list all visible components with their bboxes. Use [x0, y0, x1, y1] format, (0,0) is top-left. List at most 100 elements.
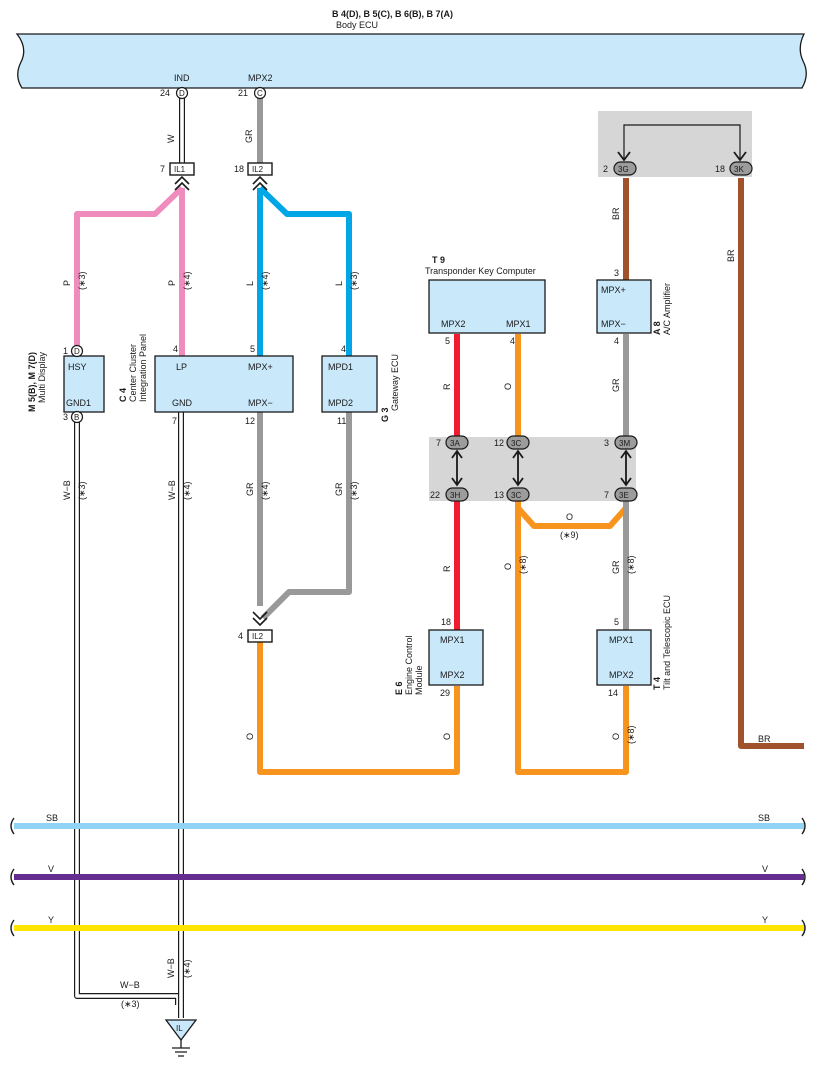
- label-wb-md: W−B: [62, 480, 72, 500]
- pin-3e[interactable]: [614, 487, 638, 502]
- center-cluster-pin-gnd: GND: [172, 398, 193, 408]
- label-r-bottom: R: [442, 565, 452, 572]
- engine-control-pin-mpx2: MPX2: [440, 670, 465, 680]
- tilt-ecu-no-mpx1: 5: [614, 617, 619, 627]
- pin-body-ecu-ind[interactable]: [175, 86, 189, 100]
- pin-3k[interactable]: [729, 161, 753, 176]
- engine-control-code: E 6: [394, 681, 404, 695]
- junction-arrow-3c: [512, 449, 524, 487]
- ac-amplifier-box[interactable]: [596, 279, 652, 334]
- ac-amplifier-name: A/C Amplifier: [662, 283, 672, 335]
- label-v-right: V: [762, 864, 768, 874]
- pin-3a[interactable]: [445, 435, 469, 450]
- wire-gr-mpd2[interactable]: [260, 412, 352, 621]
- tilt-ecu-no-mpx2: 14: [608, 688, 618, 698]
- wire-wb-multi-display[interactable]: [74, 416, 181, 1005]
- gateway-ecu-pin-mpd1: MPD1: [328, 362, 353, 372]
- note-lp-4: (∗4): [182, 271, 192, 290]
- pin-3c-bottom[interactable]: [506, 487, 530, 502]
- pin-multi-display-bottom-number: 3: [63, 412, 68, 422]
- wire-l-mpd1[interactable]: [257, 185, 352, 356]
- wire-br-3k[interactable]: [738, 178, 804, 749]
- wire-p-hsy[interactable]: [74, 185, 185, 346]
- label-w: W: [166, 134, 176, 143]
- note-p-3: (∗3): [77, 271, 87, 290]
- pin-3h[interactable]: [445, 487, 469, 502]
- wire-o-3c-3e[interactable]: [515, 506, 629, 529]
- connector-il1-number: 7: [160, 164, 165, 174]
- multi-display-name: Multi Display: [37, 352, 47, 404]
- transponder-name: Transponder Key Computer: [425, 266, 536, 276]
- pin-3m[interactable]: [614, 435, 638, 450]
- pin-3m-label: 3M: [619, 439, 630, 448]
- body-ecu-box[interactable]: [15, 33, 807, 89]
- junction-bridge-3g-3k: [623, 124, 741, 159]
- pin-body-ecu-ind-number: 24: [160, 88, 170, 98]
- multi-display-pin-gnd1: GND1: [66, 398, 91, 408]
- bus-v[interactable]: [10, 868, 806, 886]
- body-ecu-pin-mpx2: MPX2: [248, 73, 273, 83]
- label-gr-mpd2: GR: [334, 482, 344, 496]
- connector-il2-top-label: IL2: [252, 165, 264, 174]
- wire-o-il2-ecm[interactable]: [257, 642, 460, 775]
- label-wb-cc: W−B: [167, 480, 177, 500]
- connector-il2-top[interactable]: [247, 162, 273, 176]
- engine-control-pin-mpx1: MPX1: [440, 635, 465, 645]
- gateway-ecu-no-mpd2: 11: [337, 416, 346, 426]
- connector-il1-label: IL1: [174, 165, 186, 174]
- junction-arrow-3m-3e: [620, 449, 632, 487]
- label-sb-left: SB: [46, 813, 58, 823]
- label-gr-mpx-minus: GR: [245, 482, 255, 496]
- pin-3e-label: 3E: [619, 491, 629, 500]
- engine-control-name-line1: Engine Control: [404, 635, 414, 695]
- pin-multi-display-top[interactable]: [70, 344, 84, 358]
- pin-3g-number: 2: [603, 164, 608, 174]
- tilt-ecu-box[interactable]: [596, 629, 652, 686]
- bus-y[interactable]: [10, 919, 806, 937]
- pin-body-ecu-ind-letter: D: [179, 89, 185, 98]
- note-o-tilt-8: (∗8): [626, 725, 636, 744]
- pin-multi-display-bottom-letter: B: [74, 413, 79, 422]
- ac-amplifier-pin-mpx-plus: MPX+: [601, 285, 626, 295]
- pin-3c-bottom-number: 13: [494, 490, 504, 500]
- ground-triangle[interactable]: [164, 1019, 198, 1042]
- ac-amplifier-no-minus: 4: [614, 336, 619, 346]
- label-br-end: BR: [758, 734, 771, 744]
- tilt-ecu-code: T 4: [652, 677, 662, 690]
- pin-body-ecu-mpx2[interactable]: [253, 86, 267, 100]
- connector-il1[interactable]: [169, 162, 195, 176]
- label-sb-right: SB: [758, 813, 770, 823]
- pin-3c-bottom-label: 3C: [511, 491, 521, 500]
- engine-control-no-mpx2: 29: [440, 688, 450, 698]
- pin-3c-top[interactable]: [506, 435, 530, 450]
- gateway-ecu-pin-mpd2: MPD2: [328, 398, 353, 408]
- note-gr-3: (∗3): [349, 481, 359, 500]
- ground-icon: [172, 1040, 190, 1057]
- engine-control-box[interactable]: [428, 629, 484, 686]
- pin-3k-number: 18: [715, 164, 725, 174]
- multi-display-box[interactable]: [63, 355, 105, 413]
- pin-3g[interactable]: [613, 161, 637, 176]
- gateway-ecu-box[interactable]: [321, 355, 378, 413]
- label-br-3k: BR: [726, 249, 736, 262]
- center-cluster-pin-mpx-minus: MPX−: [248, 398, 273, 408]
- connector-il2-top-number: 18: [234, 164, 244, 174]
- pin-3c-top-number: 12: [494, 438, 504, 448]
- connector-il2-bottom-chevron: [252, 611, 268, 627]
- label-wb-bottom: W−B: [120, 980, 140, 990]
- connector-il2-bottom[interactable]: [247, 629, 273, 643]
- transponder-box[interactable]: [428, 279, 546, 334]
- center-cluster-box[interactable]: [154, 355, 294, 413]
- connector-il2-bottom-label: IL2: [252, 632, 264, 641]
- transponder-pin-mpx1: MPX1: [506, 319, 531, 329]
- tilt-ecu-pin-mpx1: MPX1: [609, 635, 634, 645]
- pin-multi-display-bottom[interactable]: [70, 410, 84, 424]
- wire-o-3c-tilt[interactable]: [515, 498, 629, 775]
- pin-3m-number: 3: [604, 438, 609, 448]
- note-wb-bottom-3: (∗3): [121, 999, 140, 1009]
- center-cluster-pin-mpx-plus: MPX+: [248, 362, 273, 372]
- label-r-top: R: [442, 383, 452, 390]
- note-wb-3: (∗3): [77, 481, 87, 500]
- bus-sb[interactable]: [10, 817, 806, 835]
